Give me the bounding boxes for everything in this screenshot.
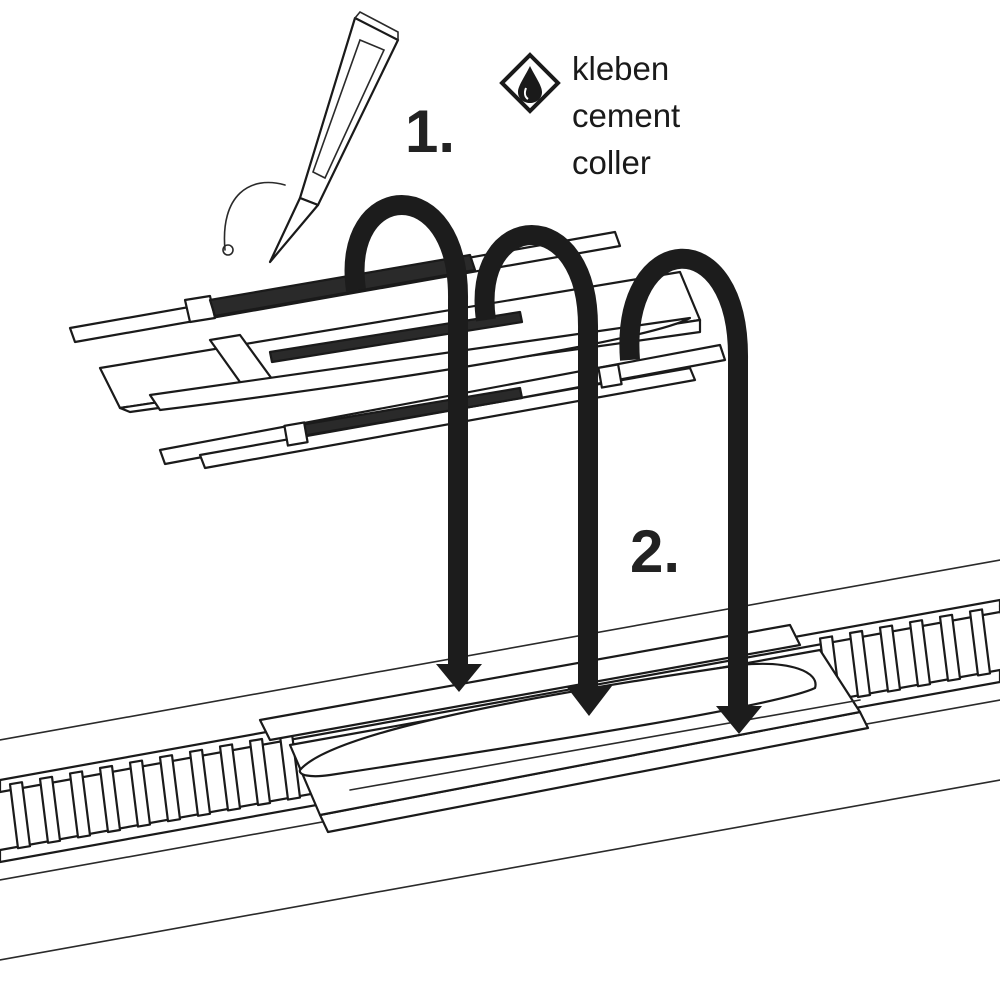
arrow-right-head [716,706,762,734]
glue-label-de: kleben [572,50,669,87]
track-sleeper [968,608,992,677]
track-sleepers [8,604,1000,850]
arrow-left [344,195,469,670]
track-sleeper [188,748,212,817]
track-sleeper [218,743,242,812]
track-sleeper [908,619,932,688]
track-sleeper [938,613,962,682]
arrow-right [619,248,749,710]
track-sleeper [128,759,152,828]
track-sleeper [68,770,92,839]
track-sleeper [98,764,122,834]
glue-drop-diamond-icon [499,52,561,114]
arrow-middle [474,225,599,690]
track-sleeper [8,781,32,850]
track-sleeper [848,629,872,699]
step-2-label: 2. [630,518,680,585]
glue-tube-icon [222,10,400,264]
assembly-arrows [344,195,762,734]
track-sleeper [878,624,902,693]
arrow-middle-head [566,686,612,716]
track-sleeper [38,775,62,844]
track-sleeper [158,754,182,823]
glue-label-en: cement [572,97,680,134]
step-1-label: 1. [405,98,455,165]
track-sleeper [248,737,272,807]
arrow-left-head [436,664,482,692]
glue-label-fr: coller [572,144,651,181]
glue-legend: kleben cement coller [499,50,680,181]
base-plate [258,623,870,834]
